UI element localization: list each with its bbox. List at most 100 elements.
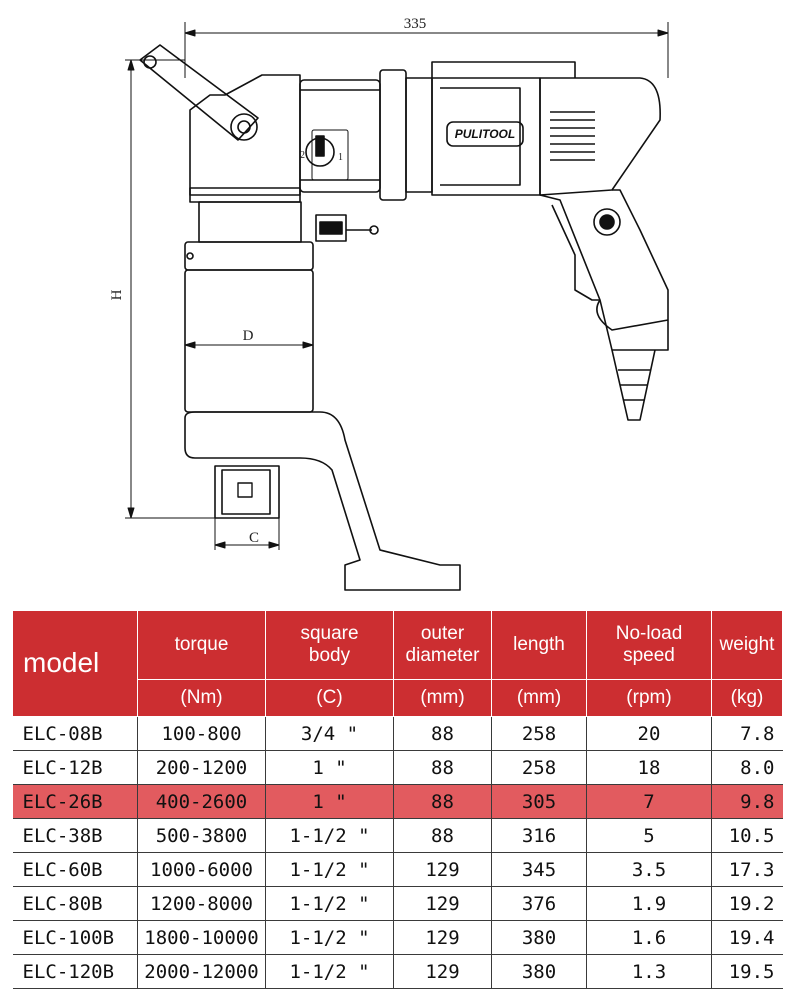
cell-square: 1 " xyxy=(265,750,394,785)
cell-torque: 400-2600 xyxy=(137,784,266,819)
cell-model: ELC-12B xyxy=(12,750,138,785)
cell-outer: 129 xyxy=(393,886,492,921)
cell-square: 1-1/2 " xyxy=(265,954,394,989)
cell-length: 258 xyxy=(491,716,587,751)
cell-model: ELC-80B xyxy=(12,886,138,921)
cell-weight: 17.3 xyxy=(711,852,783,887)
header-speed-line2: speed xyxy=(623,645,675,666)
width-dimension xyxy=(184,22,669,78)
cell-torque: 1800-10000 xyxy=(137,920,266,955)
cell-square: 1 " xyxy=(265,784,394,819)
selector-switch xyxy=(305,129,349,181)
cell-outer: 88 xyxy=(393,750,492,785)
cell-torque: 1200-8000 xyxy=(137,886,266,921)
cell-outer: 88 xyxy=(393,784,492,819)
unit-speed: (rpm) xyxy=(586,679,712,717)
cell-length: 380 xyxy=(491,920,587,955)
unit-torque: (Nm) xyxy=(137,679,266,717)
square-label: C xyxy=(249,530,259,546)
output-column xyxy=(184,201,314,413)
square-drive xyxy=(214,465,280,519)
pistol-grip xyxy=(539,189,669,351)
cell-square: 1-1/2 " xyxy=(265,852,394,887)
header-square-line2: body xyxy=(308,645,351,666)
cell-torque: 100-800 xyxy=(137,716,266,751)
header-length: length xyxy=(491,610,587,680)
cell-square: 3/4 " xyxy=(265,716,394,751)
cell-weight: 19.4 xyxy=(711,920,783,955)
gear-head xyxy=(189,69,433,203)
cell-length: 380 xyxy=(491,954,587,989)
unit-square: (C) xyxy=(265,679,394,717)
reaction-foot xyxy=(184,411,461,591)
cell-torque: 2000-12000 xyxy=(137,954,266,989)
header-outer-line1: outer xyxy=(420,623,465,645)
torque-wrench-drawing: 335 H 2 1 xyxy=(109,16,669,591)
cell-model: ELC-08B xyxy=(12,716,138,751)
unit-weight: (kg) xyxy=(711,679,783,717)
cell-speed: 18 xyxy=(586,750,712,785)
cell-speed: 1.6 xyxy=(586,920,712,955)
unit-length: (mm) xyxy=(491,679,587,717)
cell-weight: 8.0 xyxy=(711,750,783,785)
cell-outer: 129 xyxy=(393,852,492,887)
header-model: model xyxy=(12,610,138,717)
cell-speed: 7 xyxy=(586,784,712,819)
selector-mark-2: 2 xyxy=(300,150,305,161)
header-square-line1: square xyxy=(300,623,359,645)
cell-model: ELC-100B xyxy=(12,920,138,955)
height-label: H xyxy=(109,289,125,300)
cell-torque: 1000-6000 xyxy=(137,852,266,887)
cell-weight: 10.5 xyxy=(711,818,783,853)
cell-speed: 5 xyxy=(586,818,712,853)
cell-length: 316 xyxy=(491,818,587,853)
brand-logo: PULITOOL xyxy=(455,127,515,141)
cord-relief xyxy=(611,349,656,421)
cell-outer: 129 xyxy=(393,954,492,989)
latch xyxy=(315,214,379,242)
diameter-label: D xyxy=(243,328,254,344)
cell-model: ELC-26B xyxy=(12,784,138,819)
header-outer-line2: diameter xyxy=(405,645,480,666)
cell-square: 1-1/2 " xyxy=(265,818,394,853)
cell-model: ELC-120B xyxy=(12,954,138,989)
cell-weight: 9.8 xyxy=(711,784,783,819)
cell-outer: 88 xyxy=(393,818,492,853)
header-weight: weight xyxy=(711,610,783,680)
cell-weight: 19.5 xyxy=(711,954,783,989)
cell-length: 345 xyxy=(491,852,587,887)
cell-length: 305 xyxy=(491,784,587,819)
diameter-dimension xyxy=(184,341,314,349)
cell-speed: 1.9 xyxy=(586,886,712,921)
square-dimension xyxy=(214,518,280,550)
cell-square: 1-1/2 " xyxy=(265,920,394,955)
cell-model: ELC-60B xyxy=(12,852,138,887)
cell-outer: 129 xyxy=(393,920,492,955)
reaction-arm xyxy=(139,44,259,141)
selector-mark-1: 1 xyxy=(338,152,343,163)
cell-speed: 3.5 xyxy=(586,852,712,887)
height-dimension xyxy=(125,59,215,519)
cell-weight: 7.8 xyxy=(711,716,783,751)
unit-outer: (mm) xyxy=(393,679,492,717)
cell-speed: 1.3 xyxy=(586,954,712,989)
cell-weight: 19.2 xyxy=(711,886,783,921)
cell-model: ELC-38B xyxy=(12,818,138,853)
cell-speed: 20 xyxy=(586,716,712,751)
cell-torque: 500-3800 xyxy=(137,818,266,853)
cell-torque: 200-1200 xyxy=(137,750,266,785)
header-torque: torque xyxy=(137,610,266,680)
motor-vents xyxy=(539,77,661,196)
